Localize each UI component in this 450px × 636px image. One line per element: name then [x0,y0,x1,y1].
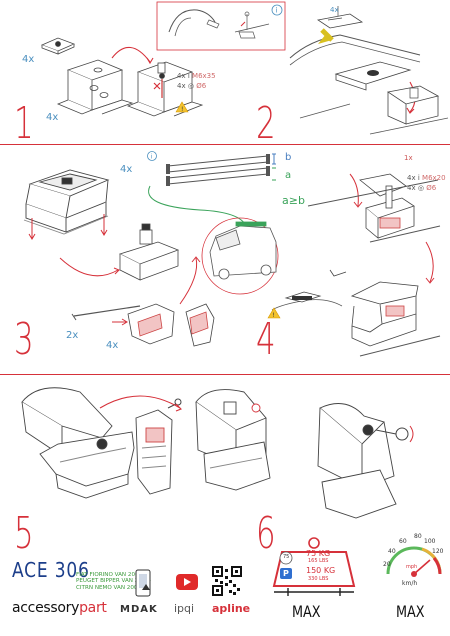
step4-washer-spec: 4x ◎ Ø6 [407,184,437,192]
step3-illustration: i [23,151,279,347]
speed-tick-40: 40 [388,548,396,555]
static-load-badge: P [283,569,289,578]
step3-bar-label-b: b [285,152,292,163]
scan-phone-icon [135,569,151,597]
dynamic-load-badge: 75 [283,554,290,560]
step4-screw-spec: 4x ⅰ M6x20 [407,174,446,182]
speed-tick-60: 60 [399,538,407,545]
svg-text:i: i [276,7,278,15]
speed-tick-120: 120 [432,548,444,555]
step1-foot-qty: 4x [46,112,59,123]
speed-tick-80: 80 [414,533,422,540]
step-number-2: 2 [256,98,276,149]
speed-unit-mph: mph [406,564,418,570]
svg-text:!: ! [181,106,183,113]
step3-formula: a≥b [282,194,305,207]
svg-text:i: i [151,154,153,161]
svg-text:!: ! [273,312,275,319]
youtube-icon[interactable] [176,574,198,590]
speed-max-label: MAX [396,602,425,621]
logo-mdak: MDAK [120,604,158,615]
static-load-kg: 150 KG [306,566,336,575]
step-number-6: 6 [256,508,276,559]
step1-plate-qty: 4x [22,54,35,65]
static-load-lbs: 330 LBS [308,576,329,582]
step2-qty: 4x [330,6,339,14]
step1-washer-spec: 4x ◎ Ø6 [177,82,207,90]
vehicle-2: PEUGET BIPPER VAN 2008- [76,578,152,585]
step4-1x-qty: 1x [404,154,413,162]
step-number-1: 1 [14,98,34,149]
section-divider-1 [0,144,450,145]
qr-code-icon[interactable] [212,566,242,596]
brand-accessorypart: accessorypart [12,600,107,616]
step3-bars-qty: 2x [66,330,79,341]
logo-ipqi: ipqi [174,602,195,615]
step4-illustration [307,173,441,357]
compatible-vehicles: FIAT FIORINO VAN 2008- PEUGET BIPPER VAN… [76,572,151,591]
load-weight-illustration [272,537,356,596]
step1-screw-spec: 4x ⅰ M6x35 [177,72,216,80]
step5-illustration [21,387,414,519]
step3-feet-qty: 4x [120,164,133,175]
step1-illustration: ! [40,37,204,117]
speed-tick-100: 100 [424,538,436,545]
dynamic-load-lbs: 165 LBS [308,558,329,564]
step3-bolts-qty: 4x [106,340,119,351]
speedometer-gauge [386,546,442,577]
section-divider-2 [0,374,450,375]
step-number-4: 4 [256,314,276,365]
step2-illustration [289,6,449,135]
logo-apline: apline [212,602,251,615]
load-max-label: MAX [292,602,321,621]
vehicle-1: FIAT FIORINO VAN 2008- [76,572,145,578]
speed-tick-20: 20 [383,561,391,568]
step4-warning-illustration: ! [267,291,343,319]
step-number-3: 3 [14,314,34,365]
dynamic-load-kg: 75 KG [306,549,331,558]
step-number-5: 5 [14,508,34,559]
step3-bar-label-a: a [285,170,292,181]
model-name: ACE 306 [12,558,90,582]
speed-unit-kmh: km/h [402,580,418,587]
step2-inset-box: i [156,1,286,51]
vehicle-3: CITRN NEMO VAN 2008- [76,584,144,591]
